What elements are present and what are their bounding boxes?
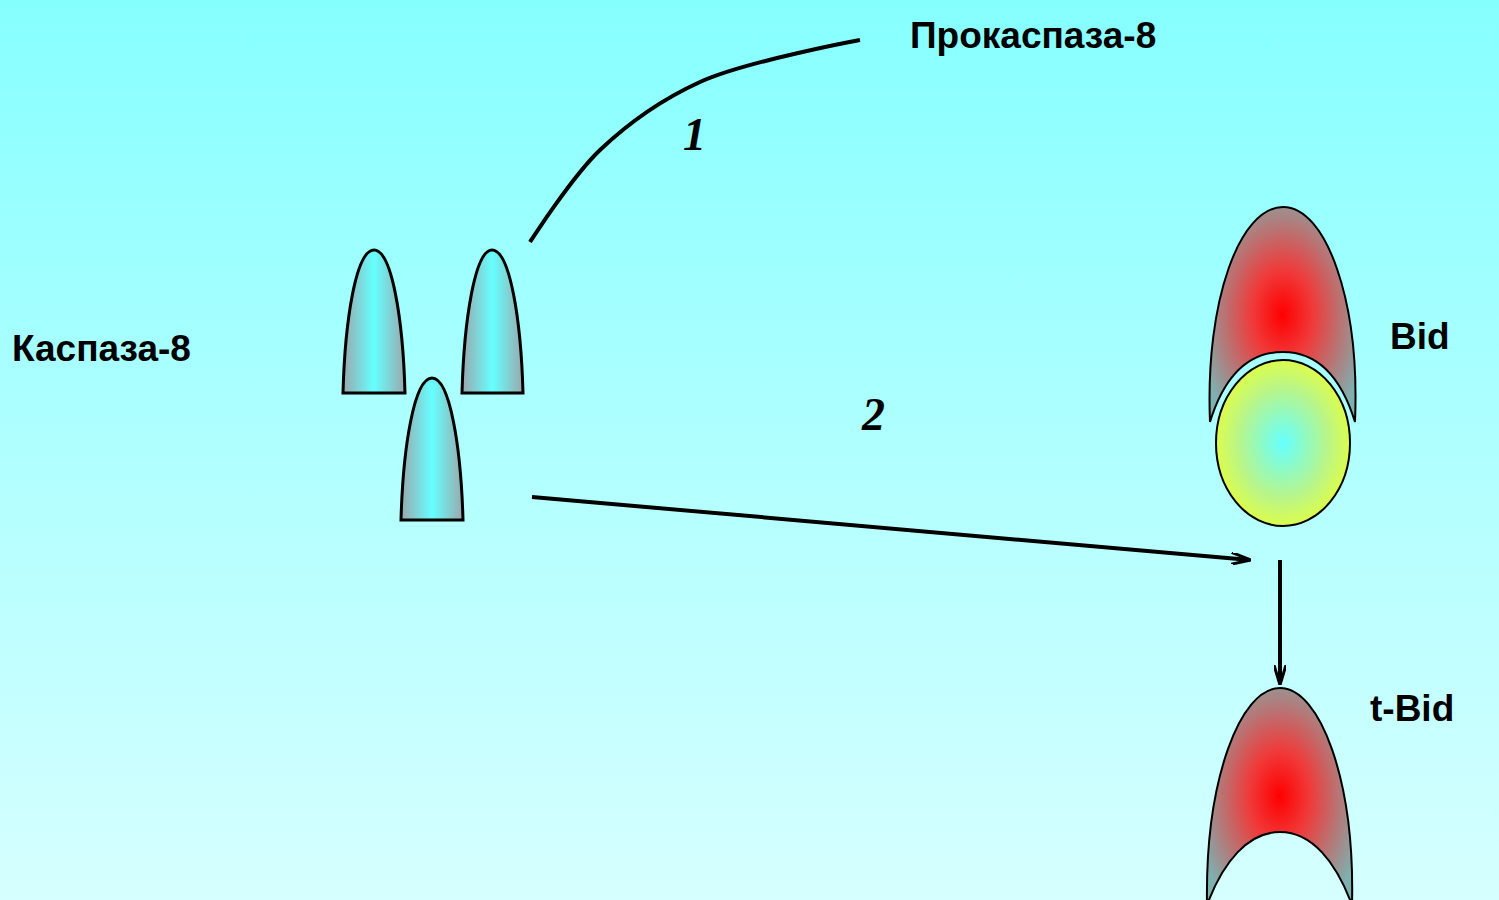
node-label: Bid bbox=[1390, 316, 1450, 359]
enzyme-group: Каспаза-8 bbox=[8, 242, 530, 525]
node-label: Прокаспаза-8 bbox=[910, 15, 1156, 58]
tbid-shape bbox=[1207, 688, 1352, 900]
arrow bbox=[1278, 560, 1282, 684]
connector-line bbox=[530, 40, 860, 242]
arrow bbox=[532, 497, 1250, 560]
caspase-subunit bbox=[401, 378, 463, 520]
protein-node: t-Bid bbox=[1200, 684, 1497, 900]
bid-inhibitory-domain bbox=[1216, 360, 1350, 526]
caspase-8-shapes bbox=[343, 250, 523, 520]
node-label: t-Bid bbox=[1370, 688, 1454, 731]
caspase-subunit bbox=[462, 250, 523, 393]
bid-shape bbox=[1210, 207, 1356, 526]
caspase-subunit bbox=[343, 250, 405, 393]
callout-number: 1 bbox=[683, 112, 706, 158]
node-label: Каспаза-8 bbox=[12, 328, 191, 371]
protein-node: Bid bbox=[1205, 205, 1478, 560]
precursor-label-box: Прокаспаза-8 bbox=[860, 8, 1300, 72]
callout-number: 2 bbox=[862, 392, 885, 438]
